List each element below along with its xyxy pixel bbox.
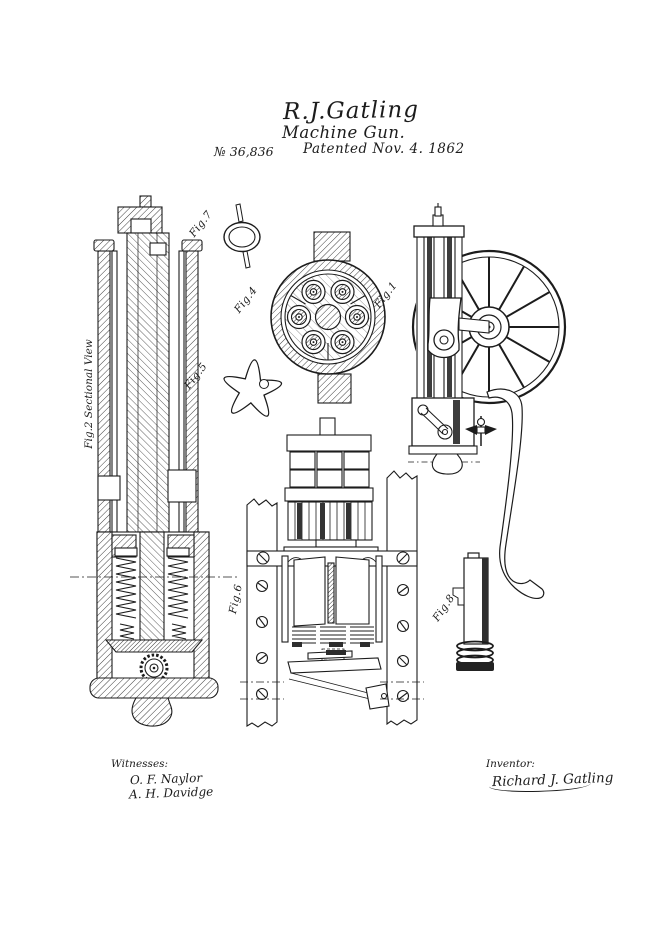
patent-inventor-title: R.J.Gatling	[282, 96, 420, 126]
fig4-cylinder-face-drawing	[270, 231, 386, 404]
fig2-sectional-view-drawing	[70, 195, 238, 727]
fig1-elevating-screw	[465, 416, 497, 446]
patent-invention-title: Machine Gun.	[282, 123, 406, 142]
witnesses-label: Witnesses:	[111, 758, 169, 770]
fig1-gun-assembly-drawing	[408, 203, 567, 600]
fig1-trail-handle	[486, 388, 545, 600]
signature-flourish	[489, 779, 591, 792]
fig8-screw-part-drawing	[452, 552, 494, 671]
witness-signature-2: A. H. Davidge	[128, 784, 214, 802]
fig7-ring-drawing	[223, 203, 261, 269]
fig2-label: Fig.2 Sectional View	[83, 339, 95, 449]
inventor-label: Inventor:	[486, 758, 535, 770]
fig4-chambers	[286, 279, 370, 355]
fig5-cam-wheel-drawing	[223, 359, 283, 417]
fig6-screws	[255, 551, 410, 703]
fig6-frame-drawing	[240, 417, 424, 728]
patent-date: Patented Nov. 4. 1862	[303, 141, 465, 157]
patent-number: № 36,836	[214, 144, 274, 159]
